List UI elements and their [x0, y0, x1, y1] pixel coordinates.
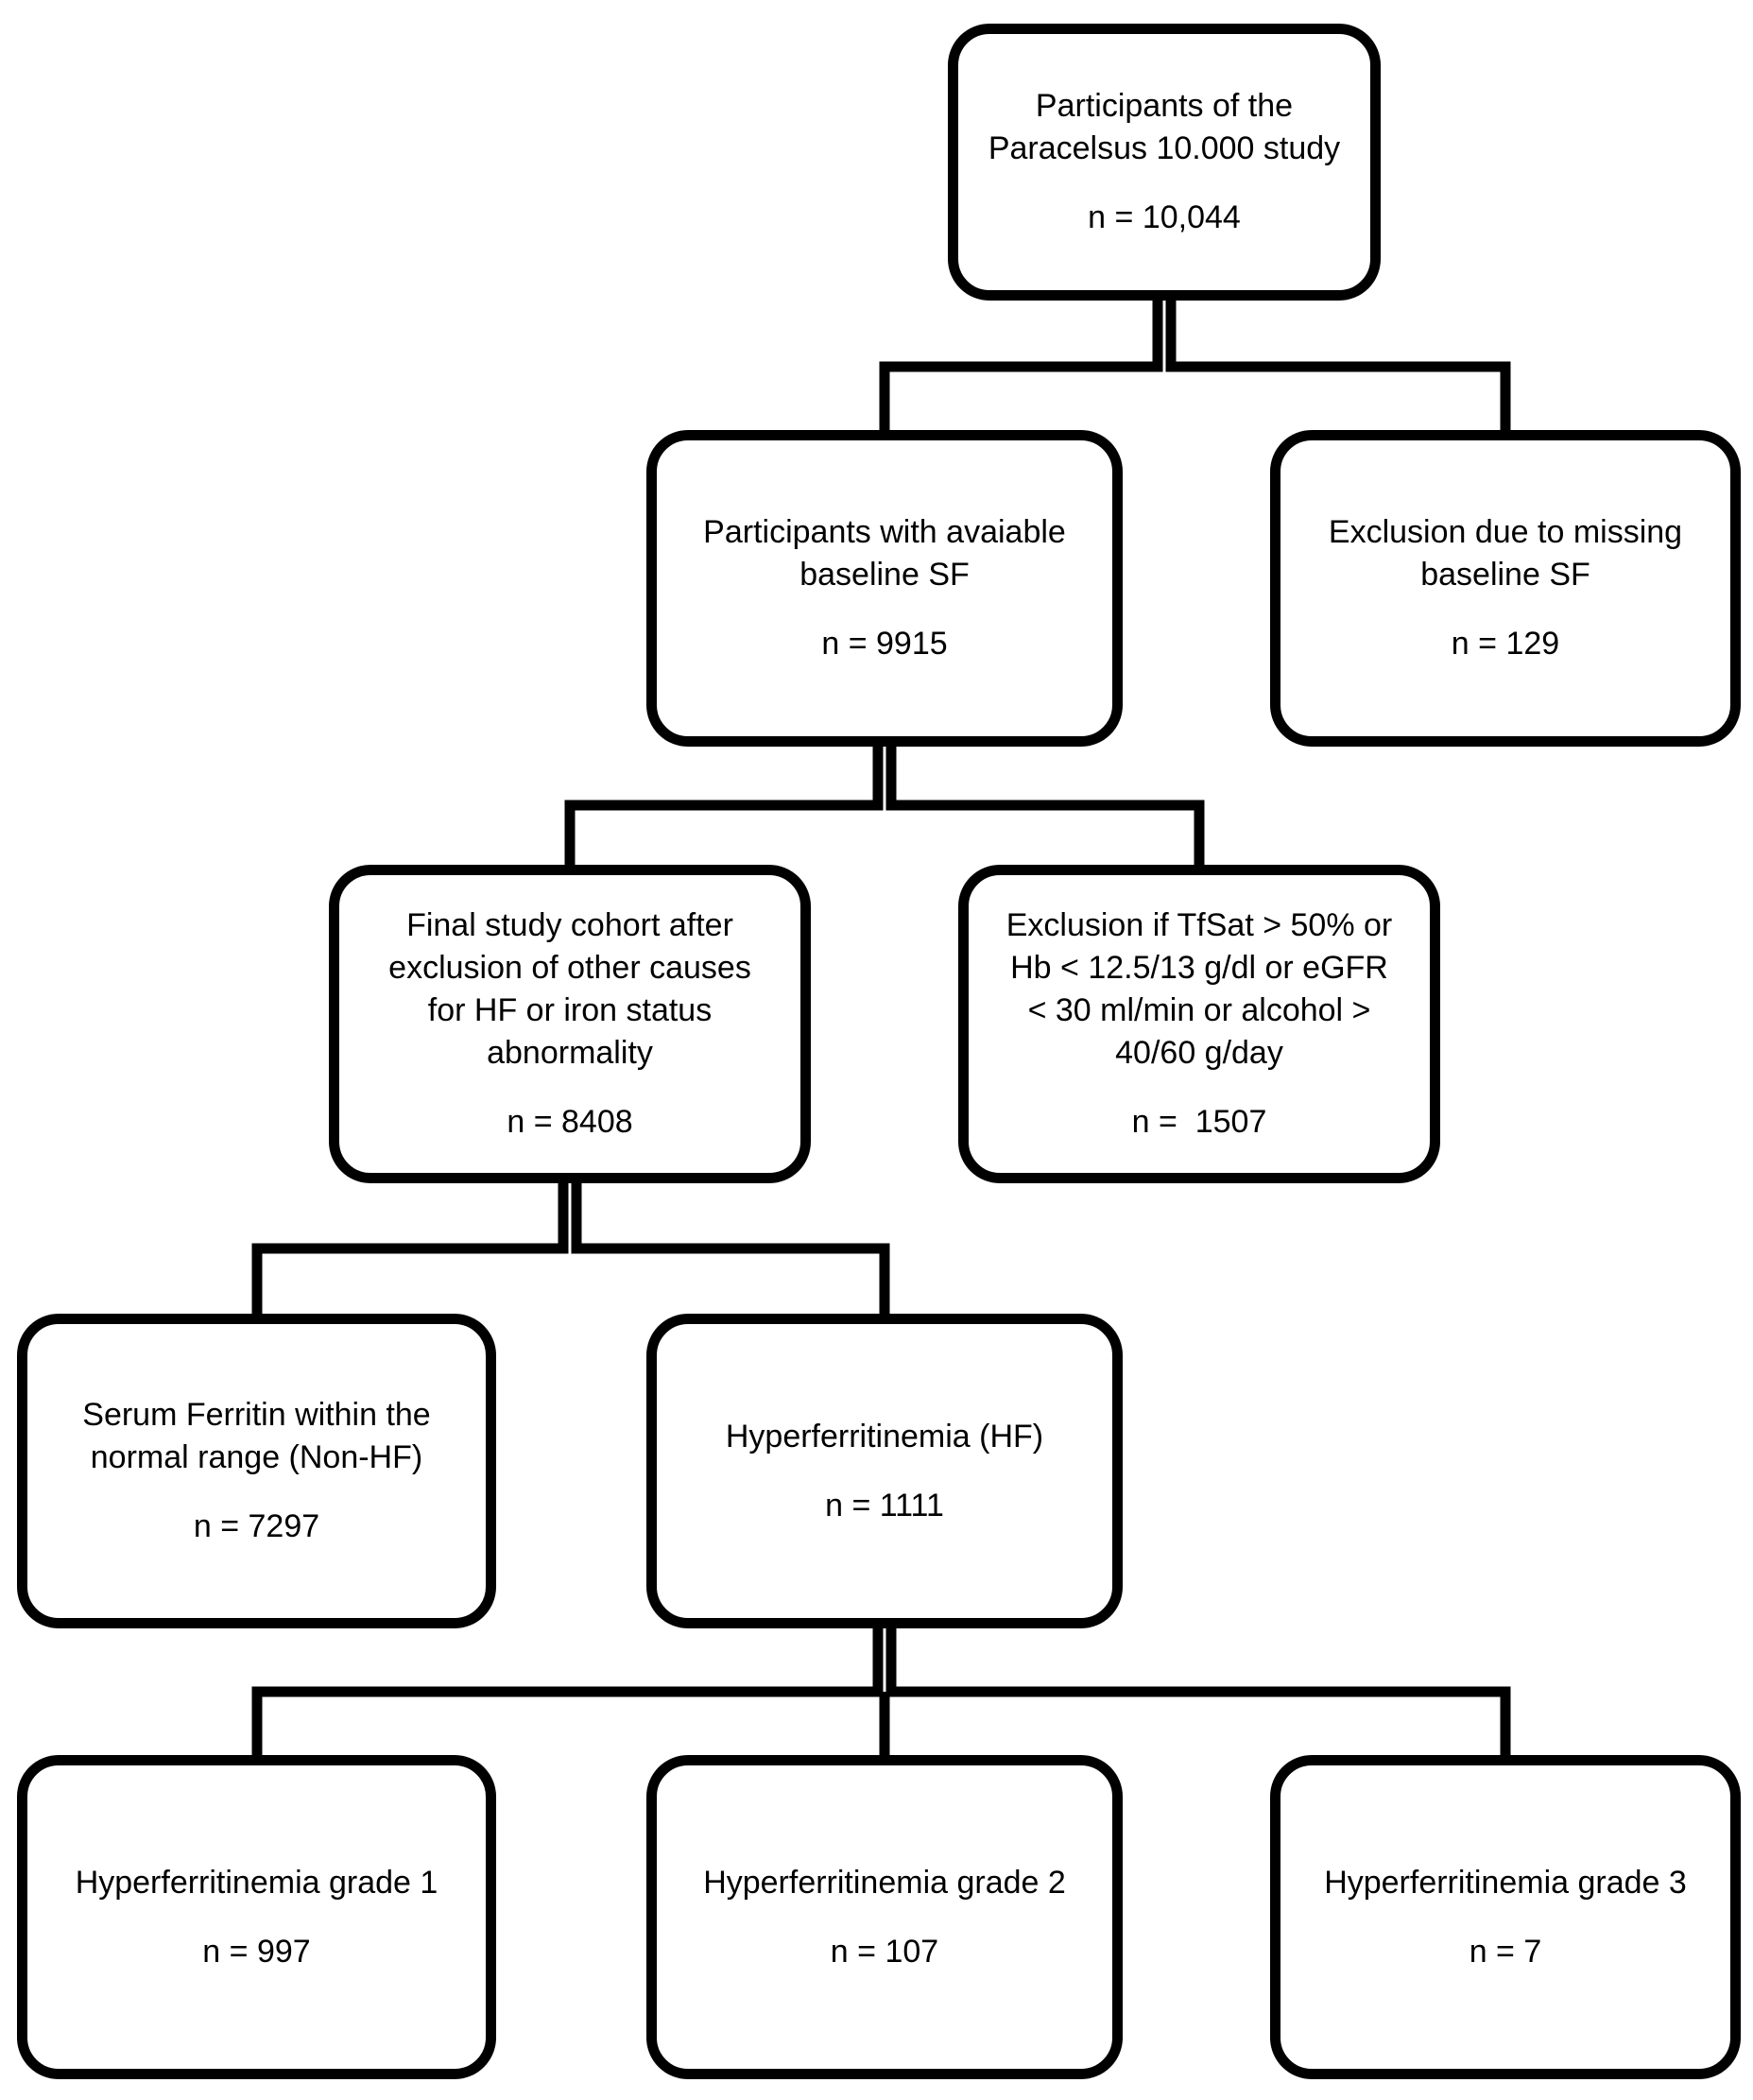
node-hf-grade-2-label: Hyperferritinemia grade 2: [703, 1864, 1066, 1901]
connector-top-to-baseline: [879, 301, 1163, 430]
node-final-cohort-label: Final study cohort after exclusion of ot…: [388, 907, 751, 1071]
node-baseline-available: Participants with avaiable baseline SF n…: [646, 430, 1123, 747]
node-hf-grade-2: Hyperferritinemia grade 2 n = 107: [646, 1755, 1123, 2079]
node-non-hf: Serum Ferritin within the normal range (…: [17, 1314, 496, 1628]
connector-top-to-excluded-missing-sf: [1165, 301, 1511, 430]
node-hf-grade-1-count: n = 997: [202, 1933, 311, 1970]
node-excluded-missing-sf-count: n = 129: [1451, 625, 1560, 662]
node-hf-count: n = 1111: [825, 1487, 944, 1523]
node-baseline-available-label: Participants with avaiable baseline SF: [703, 514, 1066, 594]
node-hf-grade-2-count: n = 107: [830, 1933, 939, 1970]
node-hf: Hyperferritinemia (HF) n = 1111: [646, 1314, 1123, 1628]
node-participants-total-count: n = 10,044: [1088, 198, 1241, 235]
node-excluded-criteria: Exclusion if TfSat > 50% or Hb < 12.5/13…: [958, 865, 1440, 1183]
node-hf-label: Hyperferritinemia (HF): [725, 1418, 1044, 1455]
node-hf-grade-1: Hyperferritinemia grade 1 n = 997: [17, 1755, 496, 2079]
node-participants-total-label: Participants of the Paracelsus 10.000 st…: [988, 88, 1341, 167]
node-hf-grade-3-label: Hyperferritinemia grade 3: [1324, 1864, 1687, 1901]
node-final-cohort-count: n = 8408: [507, 1103, 633, 1140]
node-excluded-criteria-label: Exclusion if TfSat > 50% or Hb < 12.5/13…: [1005, 907, 1393, 1071]
node-baseline-available-count: n = 9915: [821, 625, 948, 662]
connector-final-to-hf: [571, 1183, 890, 1314]
node-excluded-missing-sf-label: Exclusion due to missing baseline SF: [1328, 514, 1683, 594]
connector-hf-to-grade-1: [251, 1628, 884, 1755]
node-non-hf-label: Serum Ferritin within the normal range (…: [82, 1397, 431, 1476]
node-excluded-criteria-count: n = 1507: [1131, 1103, 1267, 1140]
connector-final-to-non-hf: [251, 1183, 569, 1314]
node-hf-grade-1-label: Hyperferritinemia grade 1: [75, 1864, 438, 1901]
node-participants-total: Participants of the Paracelsus 10.000 st…: [948, 24, 1381, 301]
node-hf-grade-3: Hyperferritinemia grade 3 n = 7: [1270, 1755, 1741, 2079]
connector-baseline-to-excluded-criteria: [885, 747, 1205, 865]
node-non-hf-count: n = 7297: [193, 1507, 320, 1544]
connector-hf-to-grade-3: [885, 1628, 1511, 1755]
node-final-cohort: Final study cohort after exclusion of ot…: [329, 865, 811, 1183]
node-hf-grade-3-count: n = 7: [1469, 1933, 1542, 1970]
node-excluded-missing-sf: Exclusion due to missing baseline SF n =…: [1270, 430, 1741, 747]
connector-baseline-to-final-cohort: [564, 747, 884, 865]
